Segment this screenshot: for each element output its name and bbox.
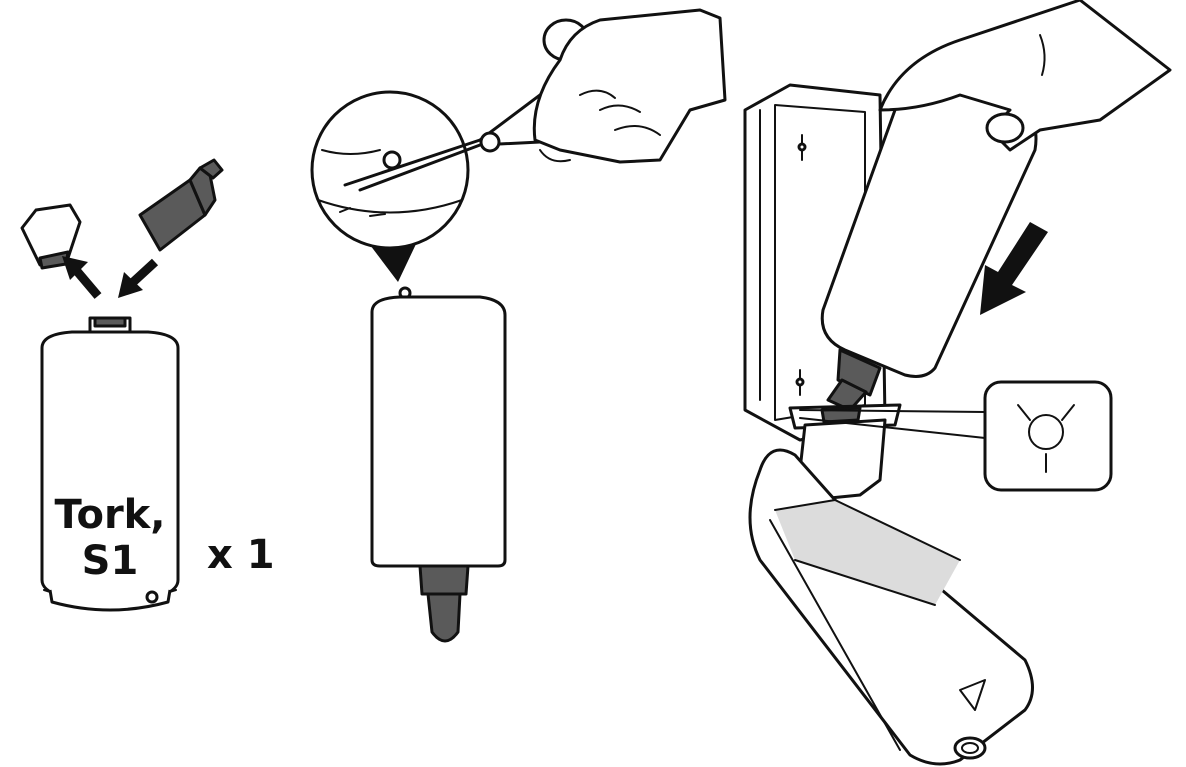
panel-step-2 — [312, 10, 725, 641]
panel-step-3 — [745, 0, 1170, 764]
bottle-label-line-1: Tork, — [55, 492, 166, 538]
bottle-label-line-2: S1 — [82, 538, 139, 584]
soap-bottle — [372, 288, 505, 641]
arrow-down-left-icon — [118, 262, 155, 298]
panel-step-1: Tork, S1 x 1 — [22, 160, 275, 610]
quantity-label: x 1 — [207, 532, 275, 578]
magnifier-callout — [312, 92, 468, 282]
pump-nozzle — [140, 160, 222, 250]
arrow-up-left-icon — [62, 256, 98, 296]
